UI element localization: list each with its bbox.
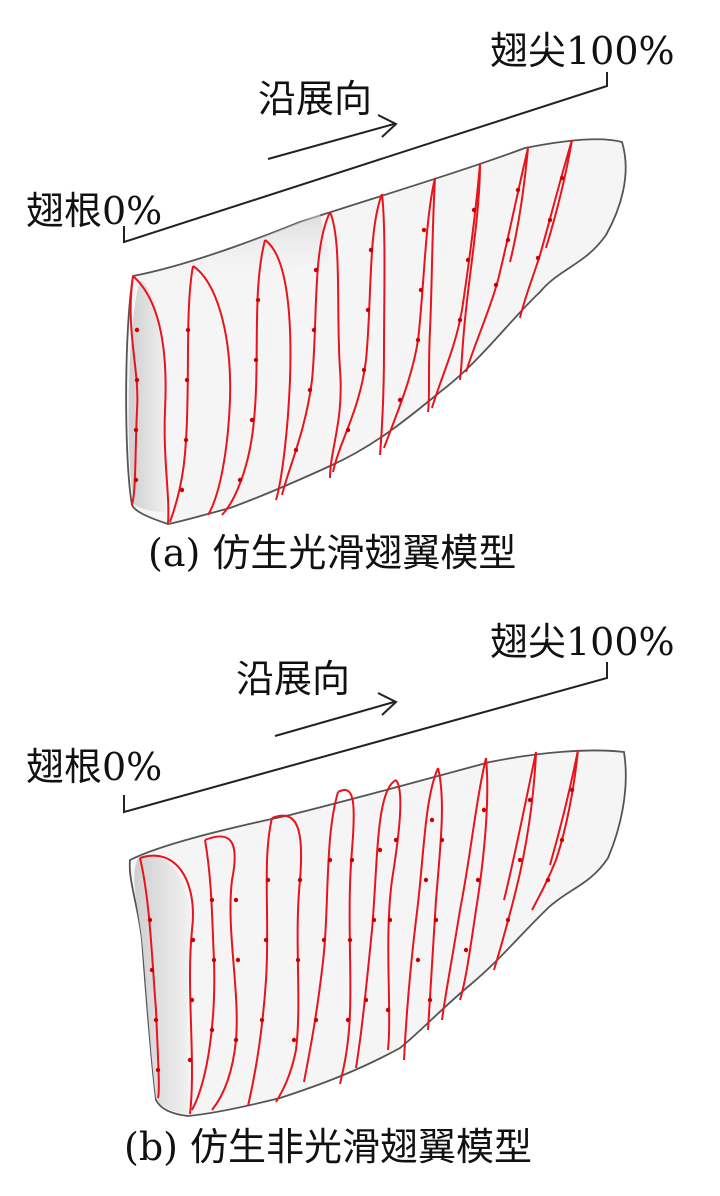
section-points-a — [133, 175, 565, 493]
section-curve — [169, 265, 232, 523]
section-curve — [139, 854, 194, 1115]
wing-root-label: 翅根0% — [26, 745, 162, 789]
section-curve — [332, 193, 386, 473]
panel-b-caption: (b) 仿生非光滑翅翼模型 — [124, 1125, 532, 1169]
wing-root-label: 翅根0% — [26, 189, 162, 233]
wing-outline — [128, 749, 627, 1117]
section-curve — [431, 163, 481, 409]
section-curve — [221, 239, 292, 516]
spanwise-arrow-icon — [267, 114, 398, 160]
section-curve — [441, 757, 489, 1021]
wing-tip-label: 翅尖100% — [490, 620, 675, 664]
section-curve — [247, 814, 303, 1107]
wing-outline — [125, 138, 627, 525]
wing-leading-edge-shade — [150, 214, 330, 296]
panel-a: 翅尖100% 沿展向 翅根0% — [26, 29, 675, 575]
section-curve — [281, 211, 342, 496]
section-curve — [129, 275, 170, 525]
section-curve — [531, 749, 579, 911]
section-curves-b — [139, 749, 579, 1115]
section-curve — [493, 751, 537, 971]
wing-tip-label: 翅尖100% — [490, 29, 675, 73]
spanwise-arrow-icon — [274, 692, 398, 737]
span-bracket — [123, 72, 608, 244]
section-curve — [519, 139, 573, 319]
wing-root-face — [134, 855, 192, 1114]
section-points-b — [147, 787, 575, 1073]
spanwise-direction-label: 沿展向 — [236, 657, 350, 701]
panel-b: 翅尖100% 沿展向 翅根0% — [26, 620, 675, 1169]
section-curves-a — [129, 139, 573, 525]
spanwise-direction-label: 沿展向 — [258, 77, 372, 121]
wing-root-face — [128, 280, 169, 512]
span-bracket — [123, 662, 608, 814]
section-curve — [465, 147, 529, 373]
panel-a-caption: (a) 仿生光滑翅翼模型 — [148, 531, 516, 575]
